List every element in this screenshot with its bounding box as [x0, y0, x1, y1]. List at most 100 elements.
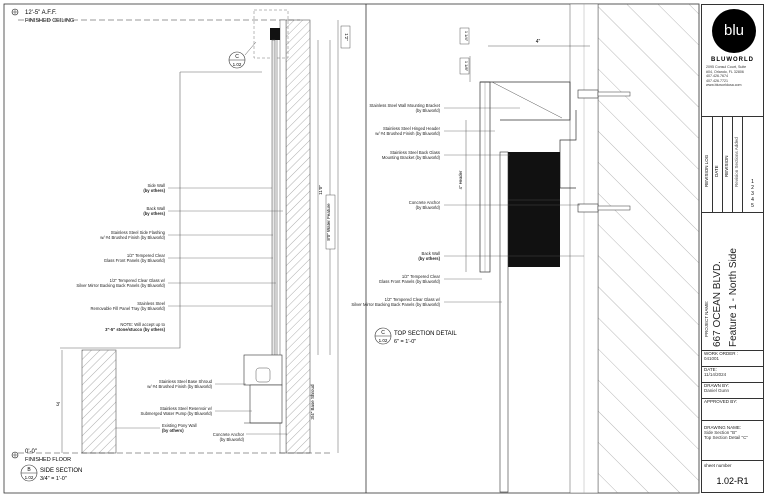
label-anchor-detail: Concrete Anchor	[409, 200, 441, 205]
dim-bottom: 3'	[56, 402, 60, 408]
svg-text:w/ #4 Brushed Finish (by Bluwo: w/ #4 Brushed Finish (by Bluworld)	[100, 235, 165, 240]
base-shroud	[243, 354, 283, 386]
bluworld-logo: blu	[712, 9, 756, 53]
label-front-glass-detail: 1/2" Tempered Clear	[402, 274, 441, 279]
label-side-flashing: Stainless Steel Side Flashing	[111, 230, 166, 235]
revision-log-label: REVISION LOG	[704, 154, 709, 187]
project-name: 667 OCEAN BLVD.	[712, 261, 723, 347]
revision-entry: Revision Sections Added	[734, 137, 739, 187]
drawing-name-2: Top Section Detail "C"	[704, 435, 748, 440]
svg-text:(by others): (by others)	[162, 428, 184, 433]
label-concrete-anchor: Concrete Anchor	[213, 432, 245, 437]
svg-text:(by others): (by others)	[418, 256, 440, 261]
left-labels: Side Wall (by others) Back Wall (by othe…	[76, 183, 244, 442]
label-back-glass-bracket: Stainless Steel Back Glass	[390, 150, 440, 155]
label-hinged-header: Stainless Steel Hinged Header	[383, 126, 441, 131]
dim-base: 3/4" Base Shroud	[310, 384, 315, 420]
svg-text:(by Bluworld): (by Bluworld)	[220, 437, 245, 442]
back-wall	[285, 19, 311, 454]
dim-a: 1 1/8"	[464, 61, 469, 72]
drawing-name-block: DRAWING NAME: Side Section "B" Top Secti…	[702, 421, 763, 461]
sheet-number-block: sheet number 1.02-R1	[702, 461, 763, 494]
project-block: PROJECT NAME: 667 OCEAN BLVD. Feature 1 …	[702, 213, 763, 351]
svg-text:Submerged Water Pump (by Bluwo: Submerged Water Pump (by Bluworld)	[140, 411, 212, 416]
svg-text:(by Bluworld): (by Bluworld)	[416, 108, 441, 113]
revision-date-col: DATE	[714, 165, 719, 177]
svg-text:w/ #4 Brushed Finish (by Bluwo: w/ #4 Brushed Finish (by Bluworld)	[147, 384, 212, 389]
back-wall-detail	[597, 3, 700, 494]
label-side-wall: Side Wall	[147, 183, 165, 188]
side-section-view: 12'-5" A.F.F. FINISHED CEILING 0'-0" FIN…	[11, 8, 351, 482]
back-glass-block	[508, 152, 560, 267]
section-c-letter: C	[381, 330, 385, 336]
pony-wall	[81, 349, 117, 454]
section-b-sheet: 1.02	[25, 475, 34, 480]
firm-address: 2095 Consul Court, Suite #04, Orlando, F…	[706, 65, 747, 88]
label-base-shroud: Stainless Steel Base Shroud	[159, 379, 213, 384]
project-subtitle: Feature 1 - North Side	[728, 248, 739, 347]
dim-water-feature: 8'0" Water Feature	[326, 203, 331, 241]
ceiling-label: FINISHED CEILING	[25, 18, 74, 24]
section-c-sheet: 1.02	[379, 338, 388, 343]
top-section-scale: 6" = 1'-0"	[394, 339, 416, 345]
svg-text:Glass Front Panels (by Bluworl: Glass Front Panels (by Bluworld)	[379, 279, 441, 284]
project-name-label: PROJECT NAME:	[704, 300, 709, 337]
svg-text:Silver Mirror Backing Back Pan: Silver Mirror Backing Back Panels (by Bl…	[76, 283, 165, 288]
concrete-anchors	[577, 89, 631, 213]
svg-text:(by Bluworld): (by Bluworld)	[416, 205, 441, 210]
header-block	[270, 28, 280, 40]
firm-name: BLUWORLD	[711, 57, 754, 63]
revision-markers: 1 2 3 4 5	[751, 179, 754, 209]
drawing-name-1: Side Section "B"	[704, 430, 737, 435]
water-pump	[255, 367, 271, 383]
right-labels: Stainless Steel Wall Mounting Bracket (b…	[351, 103, 441, 307]
back-glass-panel	[499, 151, 509, 493]
date-value: 11/14/2024	[704, 372, 727, 377]
glass-panel	[271, 39, 276, 359]
label-reservoir: Stainless Steel Reservoir w/	[160, 406, 213, 411]
ceiling-elevation: 12'-5" A.F.F.	[25, 10, 57, 16]
label-back-wall: Back Wall	[147, 206, 166, 211]
dim-b: 1 1/4"	[464, 31, 469, 42]
svg-text:Removable Fill Panel Tray (by: Removable Fill Panel Tray (by Bluworld)	[91, 306, 166, 311]
drawn-by-value: Daniel Gunn	[704, 388, 730, 393]
work-order-value: 041001	[704, 356, 720, 361]
revision-log: REVISION LOG DATE REVISION Revision Sect…	[702, 117, 763, 213]
label-front-glass: 1/2" Tempered Clear	[127, 253, 166, 258]
label-fill-tray: Stainless Steel	[137, 301, 165, 306]
svg-text:3"-5" stone/stucco (by others): 3"-5" stone/stucco (by others)	[105, 327, 165, 332]
right-leader-lines	[444, 107, 584, 303]
svg-text:Silver Mirror Backing Back Pan: Silver Mirror Backing Back Panels (by Bl…	[351, 302, 440, 307]
svg-text:(by others): (by others)	[143, 211, 165, 216]
label-back-glass-detail: 1/2" Tempered Clear Glass w/	[385, 297, 441, 302]
side-wall-outline	[60, 72, 181, 349]
left-leader-lines	[116, 187, 287, 435]
side-section-scale: 3/4" = 1'-0"	[40, 476, 67, 482]
floor-label: FINISHED FLOOR	[25, 457, 71, 463]
label-wall-bracket: Stainless Steel Wall Mounting Bracket	[369, 103, 440, 108]
svg-text:Glass Front Panels (by Bluworl: Glass Front Panels (by Bluworld)	[104, 258, 166, 263]
reservoir	[249, 384, 283, 424]
wall-bracket	[559, 110, 577, 189]
detail-c-boundary	[253, 9, 289, 59]
date-block: DATE: 11/14/2024	[702, 367, 763, 383]
callout-c-letter: C	[235, 54, 239, 60]
hinged-header	[480, 81, 571, 121]
svg-text:Mounting Bracket (by Bluworld): Mounting Bracket (by Bluworld)	[382, 155, 441, 160]
label-back-wall-detail: Back Wall	[422, 251, 441, 256]
top-section-title: TOP SECTION DETAIL	[394, 331, 457, 337]
floor-elevation: 0'-0"	[25, 449, 37, 455]
label-back-glass: 1/2" Tempered Clear Glass w/	[110, 278, 166, 283]
dim-top-detail: 4"	[536, 39, 541, 45]
firm-block: blu BLUWORLD 2095 Consul Court, Suite #0…	[702, 5, 763, 117]
label-note: NOTE: Will accept up to	[120, 322, 165, 327]
side-section-title: SIDE SECTION	[40, 468, 82, 474]
dim-overall: 11'0"	[318, 185, 323, 195]
revision-desc-col: REVISION	[724, 155, 729, 177]
approved-by-block: APPROVED BY:	[702, 399, 763, 421]
label-pony-wall: Existing Pony Wall	[162, 423, 197, 428]
drawn-by-block: DRAWN BY: Daniel Gunn	[702, 383, 763, 399]
title-block: blu BLUWORLD 2095 Consul Court, Suite #0…	[701, 4, 764, 493]
svg-text:w/ #4 Brushed Finish (by Bluwo: w/ #4 Brushed Finish (by Bluworld)	[375, 131, 440, 136]
